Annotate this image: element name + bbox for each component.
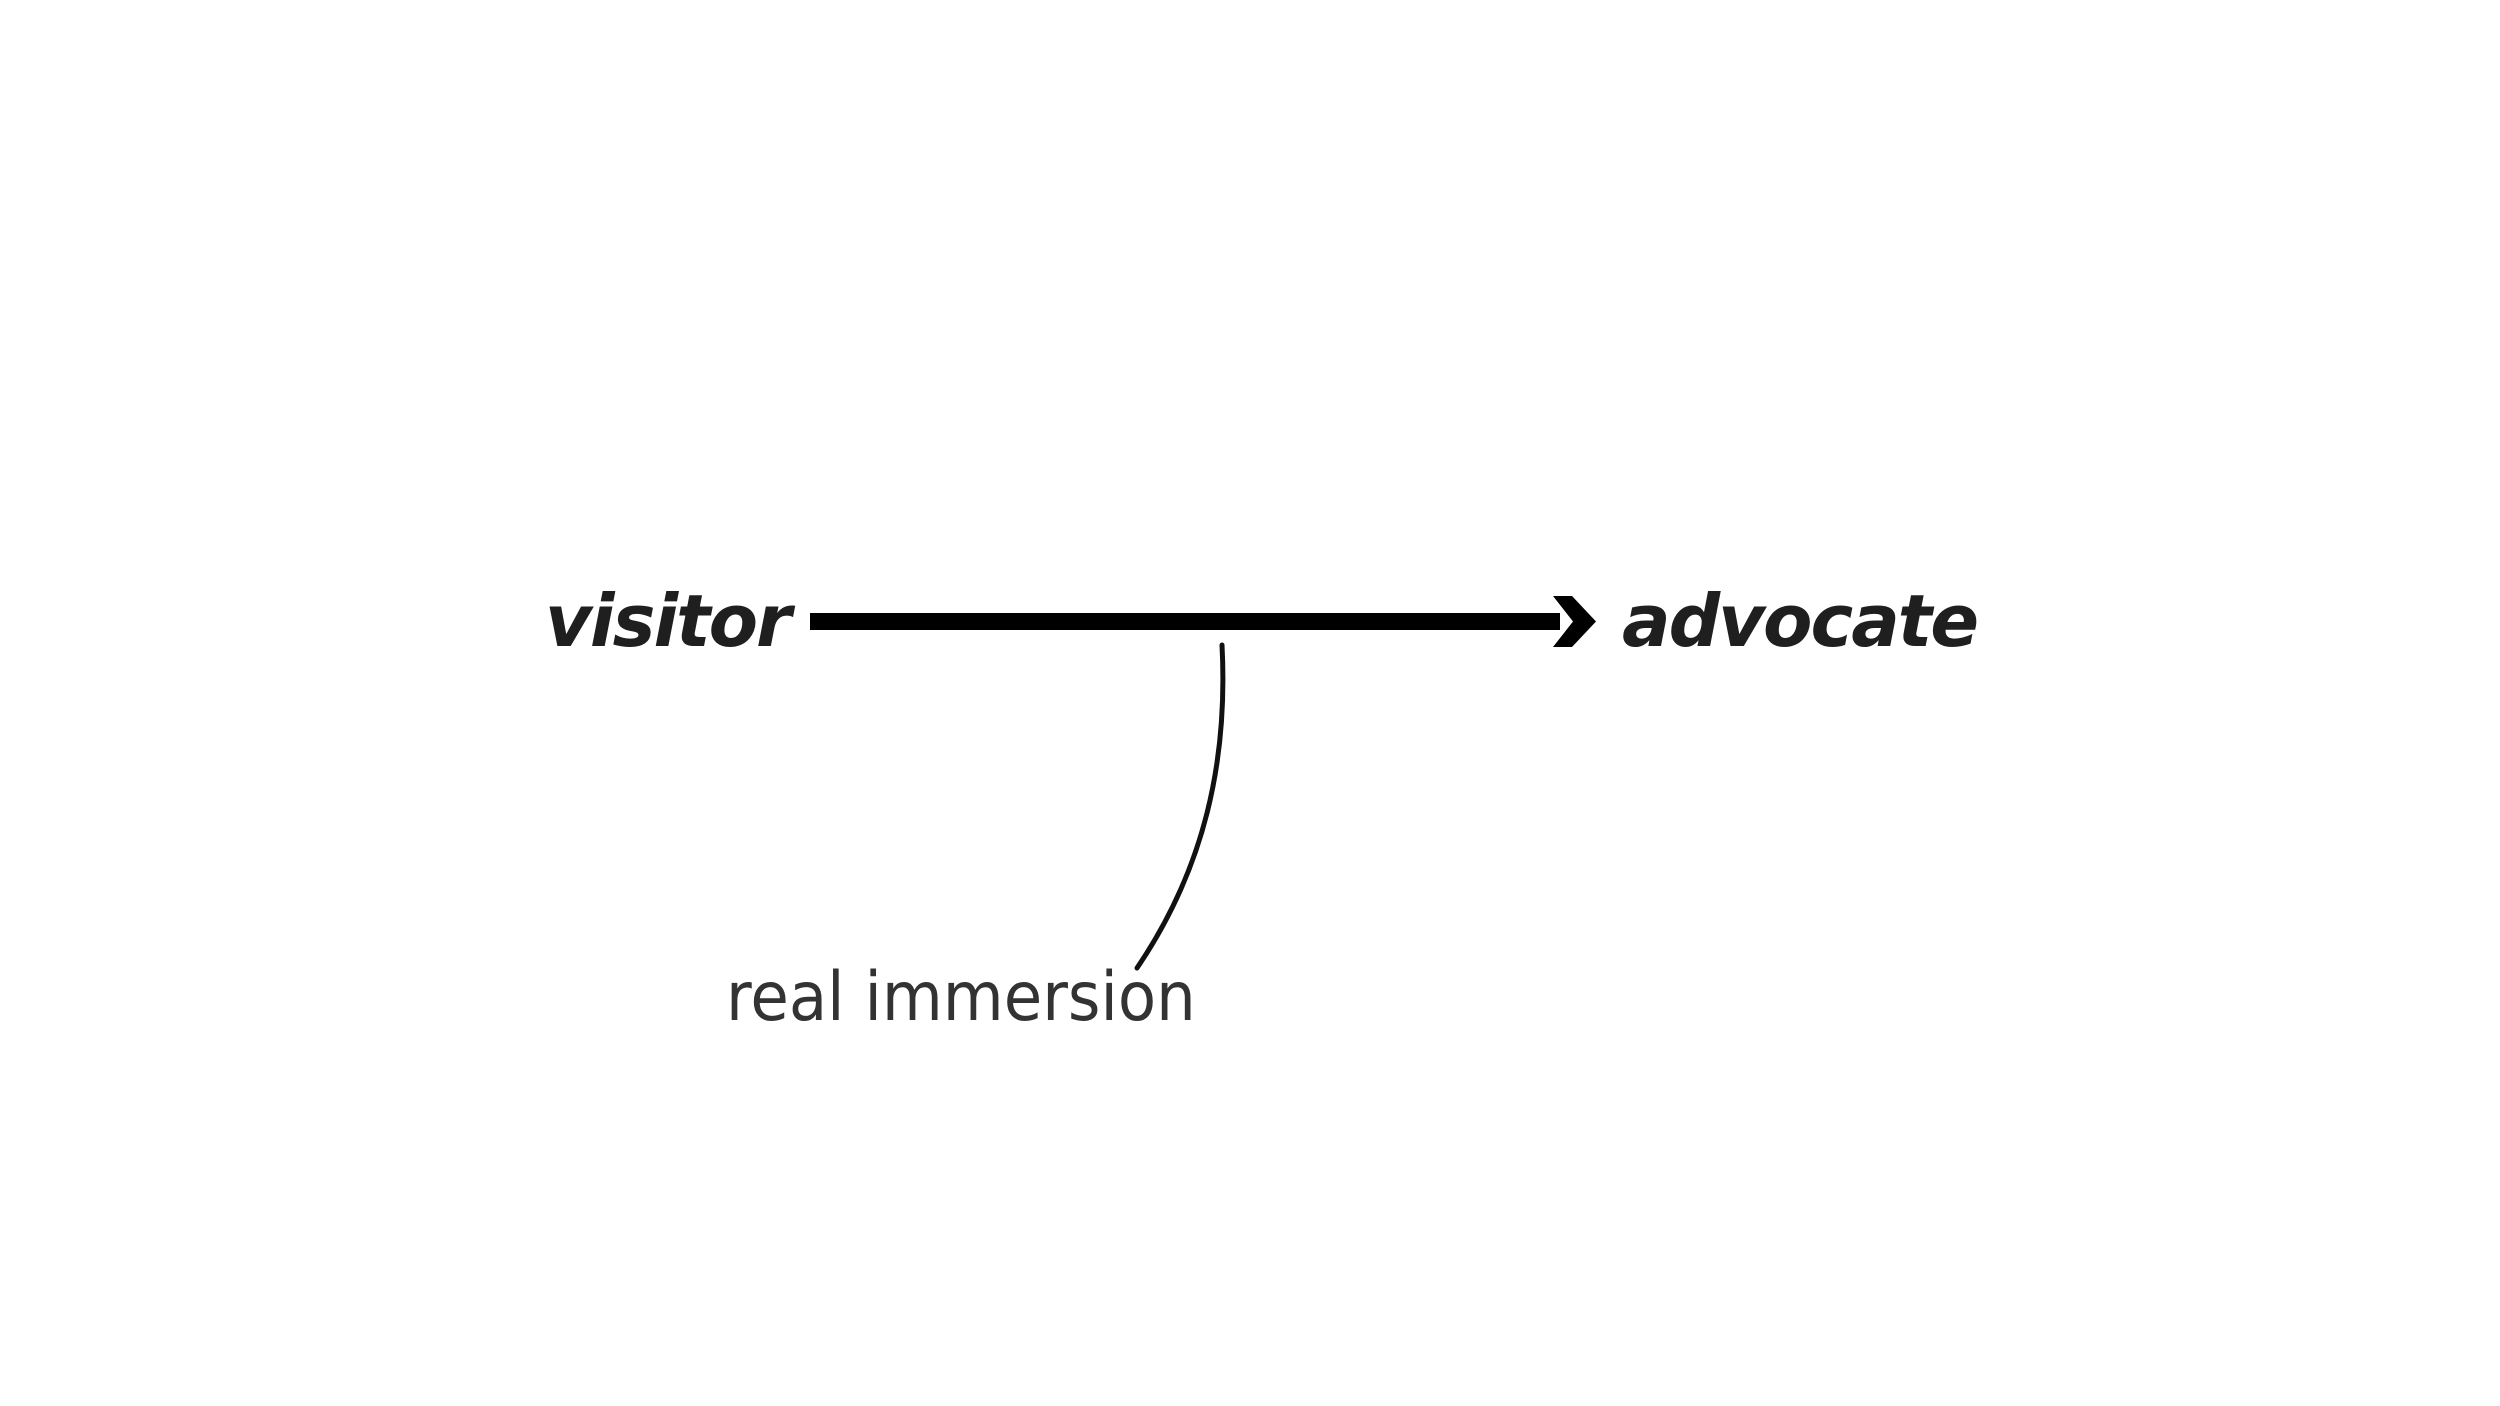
end-node-label: advocate	[1622, 579, 1979, 663]
annotation-leader-line	[1134, 642, 1226, 971]
start-node-label: visitor	[545, 579, 792, 663]
arrow-shaft	[810, 613, 1560, 630]
annotation-label: real immersion	[726, 958, 1196, 1037]
arrow-head	[1553, 596, 1596, 647]
